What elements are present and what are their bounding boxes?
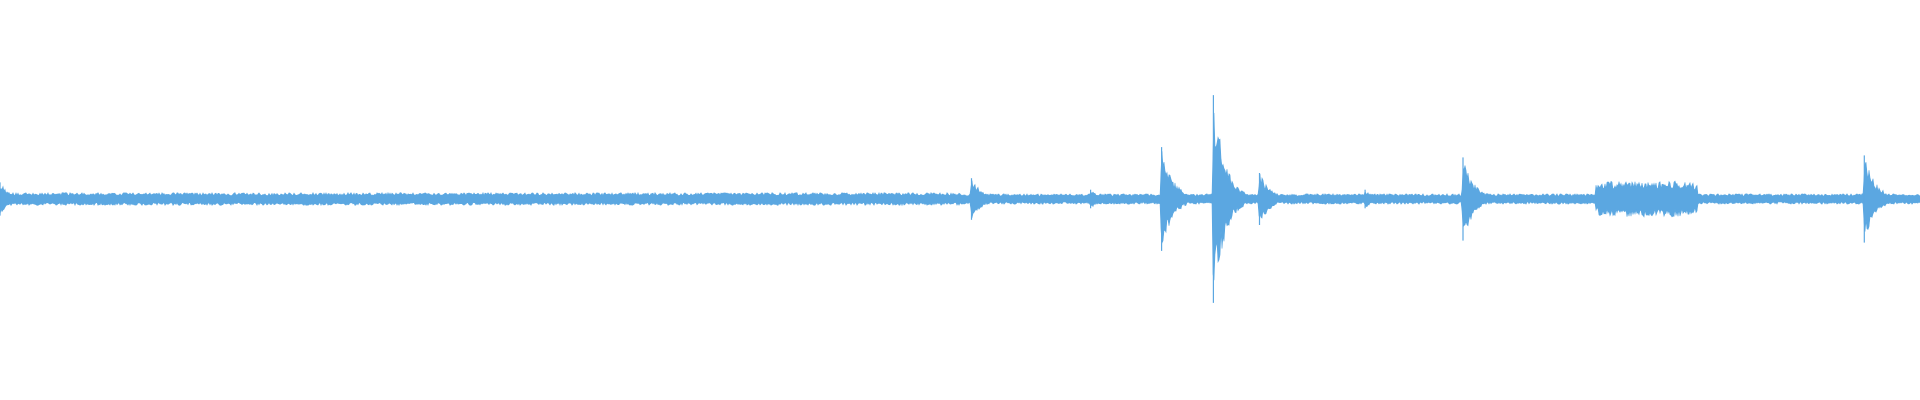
waveform-envelope (0, 112, 1920, 281)
